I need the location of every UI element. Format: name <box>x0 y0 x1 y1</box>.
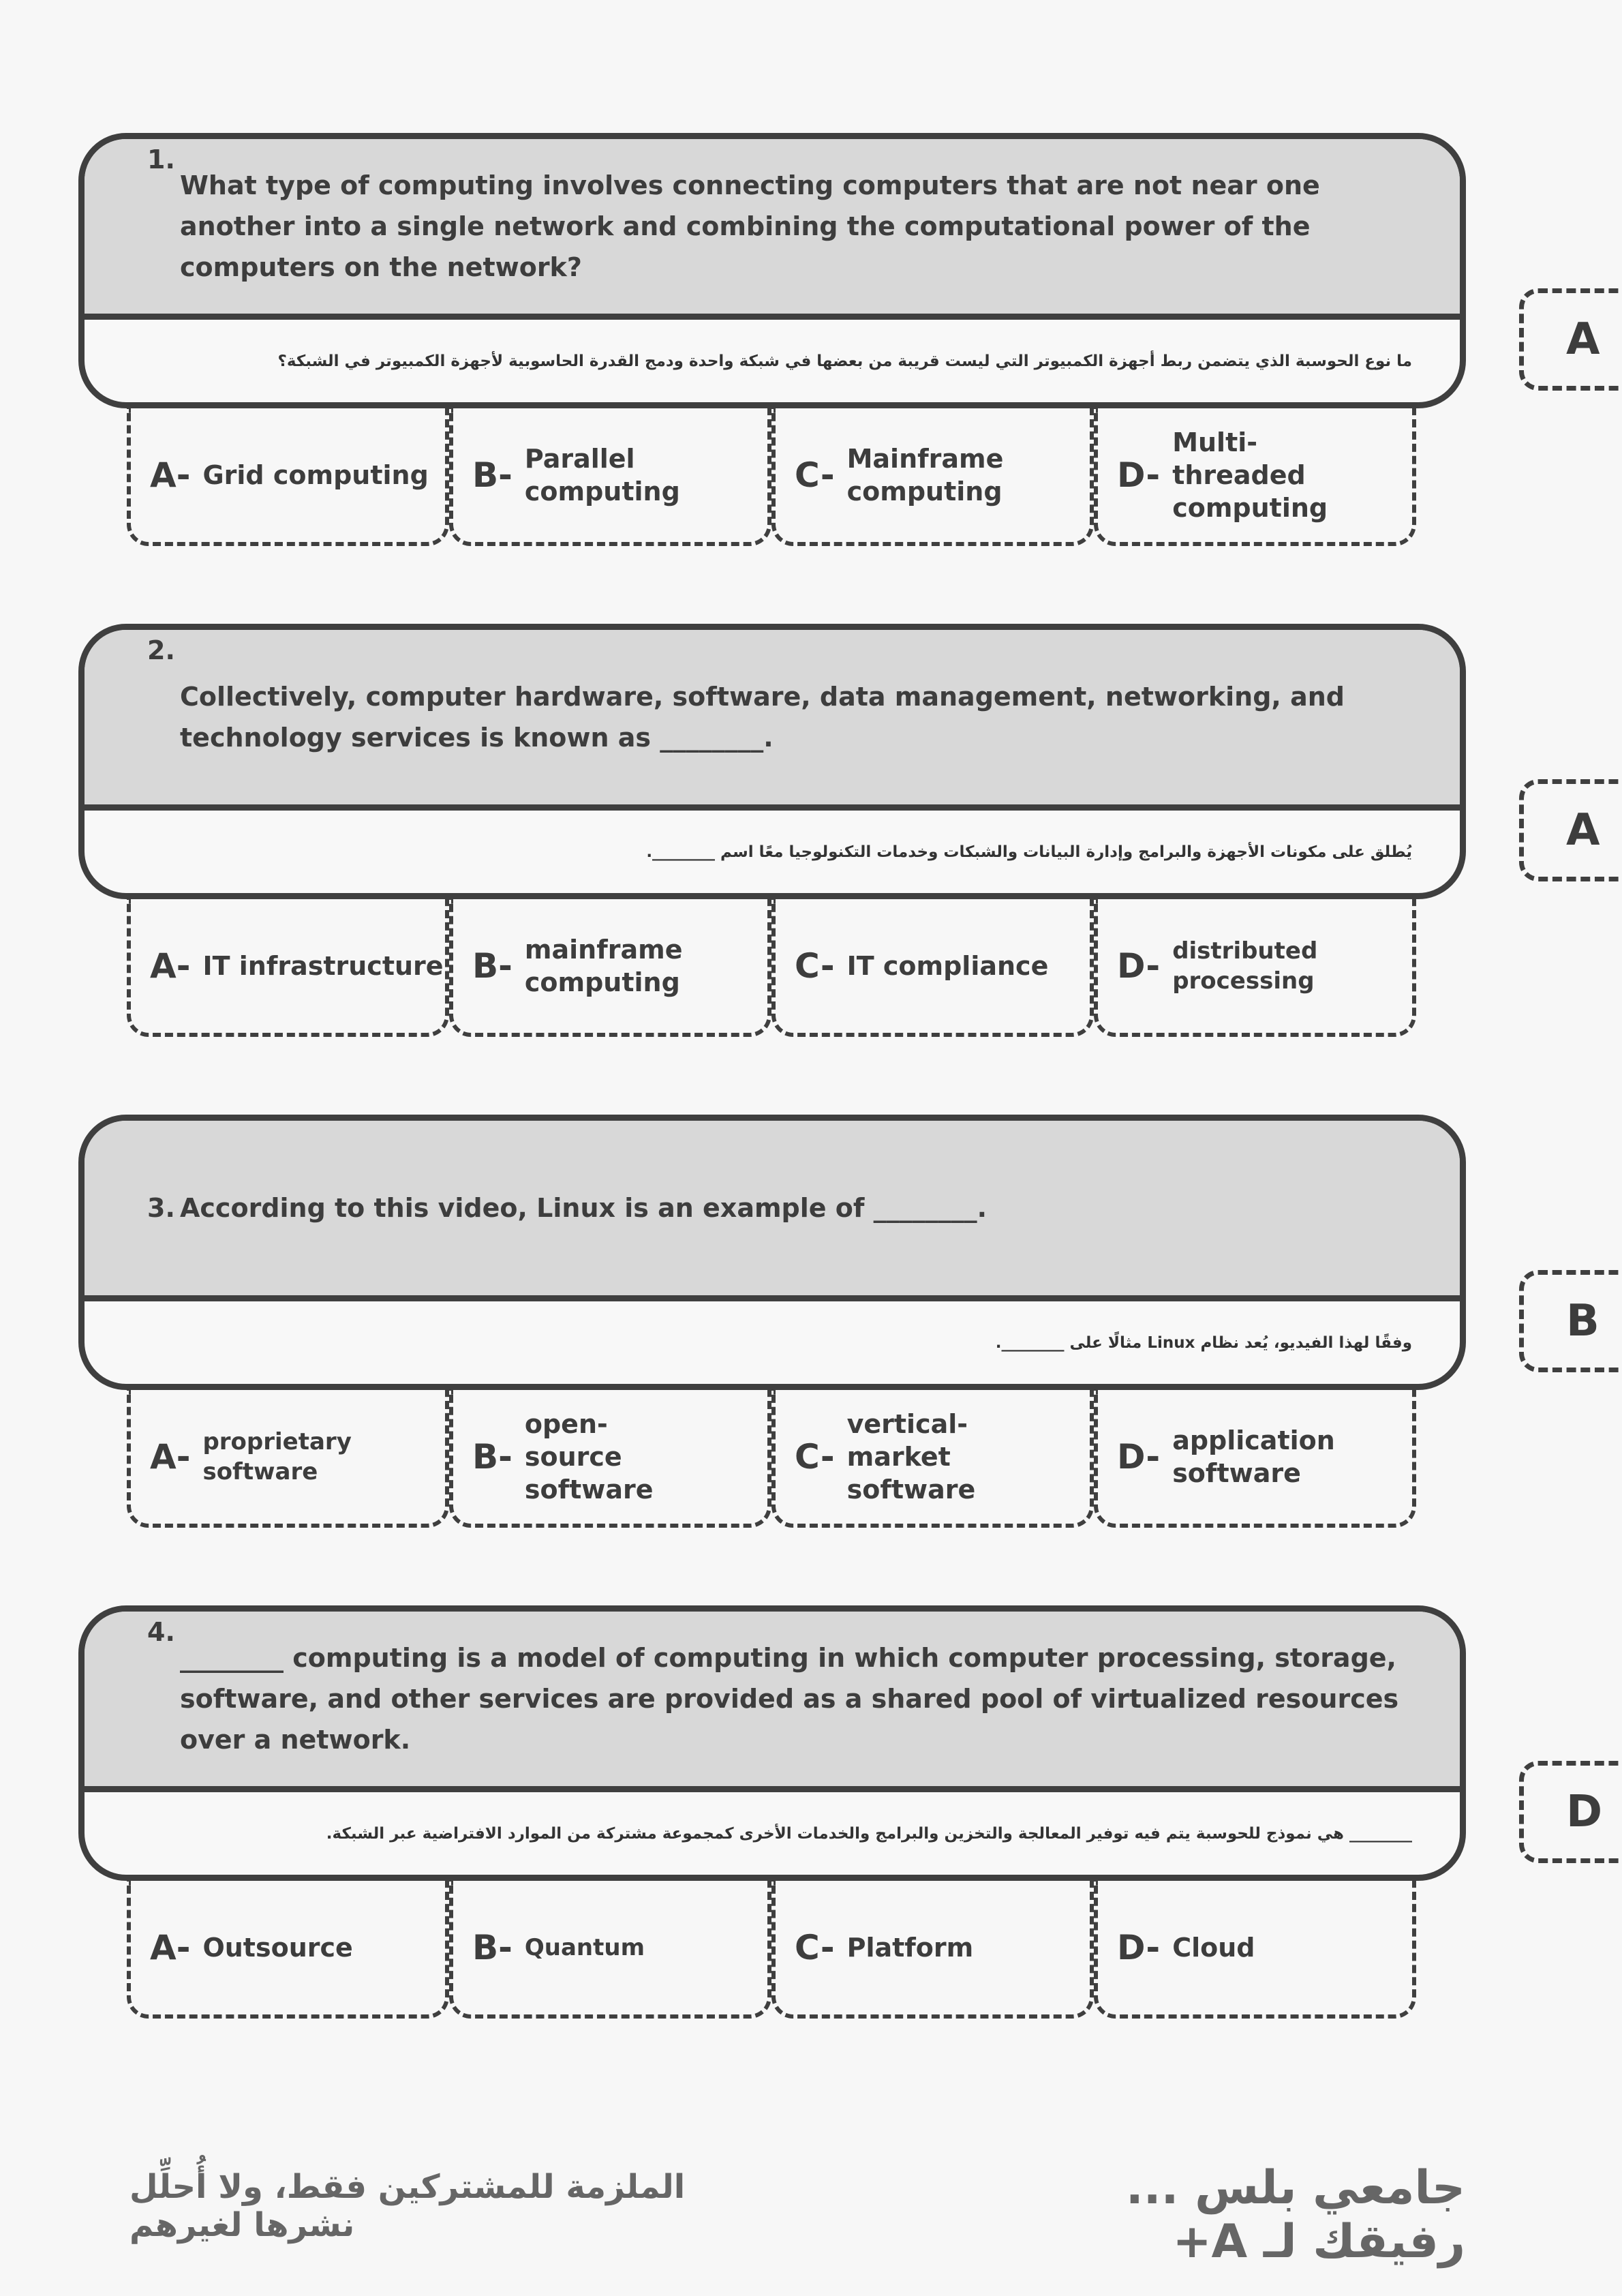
question-block-1: 1. What type of computing involves conne… <box>0 133 1622 556</box>
answer-box: B <box>1519 1270 1622 1372</box>
option-text: IT infrastructure <box>202 951 444 981</box>
option-text: Grid computing <box>202 460 429 490</box>
options-row: A- proprietary software B- open-source s… <box>127 1390 1416 1528</box>
option-text: IT compliance <box>846 951 1049 981</box>
option-letter: D- <box>1117 1928 1161 1967</box>
question-card: 3. According to this video, Linux is an … <box>78 1115 1466 1390</box>
option-text: Cloud <box>1172 1933 1255 1963</box>
option-letter: A- <box>150 1928 191 1967</box>
question-text: Collectively, computer hardware, softwar… <box>180 682 1345 753</box>
option-d[interactable]: D- distributed processing <box>1094 899 1416 1037</box>
options-row: A- Outsource B- Quantum C- Platform D- C… <box>127 1881 1416 2019</box>
question-block-3: 3. According to this video, Linux is an … <box>0 1115 1622 1537</box>
option-letter: A- <box>150 946 191 986</box>
question-card: 4. ________ computing is a model of comp… <box>78 1605 1466 1881</box>
question-text: What type of computing involves connecti… <box>180 170 1320 282</box>
option-c[interactable]: C- vertical-market software <box>771 1390 1094 1528</box>
question-number: 4. <box>147 1617 175 1647</box>
option-a[interactable]: A- IT infrastructure <box>127 899 449 1037</box>
question-number: 2. <box>147 635 175 665</box>
option-letter: C- <box>795 1437 835 1477</box>
option-b[interactable]: B- mainframe computing <box>449 899 771 1037</box>
footer-notice: الملزمة للمشتركين فقط، ولا أُحلِّل نشرها… <box>129 2168 686 2244</box>
question-header: 1. What type of computing involves conne… <box>85 139 1460 320</box>
option-letter: C- <box>795 1928 835 1967</box>
option-a[interactable]: A- Outsource <box>127 1881 449 2019</box>
question-number: 3. <box>147 1193 175 1223</box>
option-letter: B- <box>472 946 512 986</box>
option-letter: D- <box>1117 455 1161 495</box>
option-letter: C- <box>795 455 835 495</box>
option-text: proprietary software <box>202 1428 352 1485</box>
option-a[interactable]: A- proprietary software <box>127 1390 449 1528</box>
option-text: distributed processing <box>1172 937 1318 995</box>
option-letter: B- <box>472 1437 512 1477</box>
option-b[interactable]: B- Parallel computing <box>449 408 771 546</box>
option-b[interactable]: B- Quantum <box>449 1881 771 2019</box>
option-letter: B- <box>472 455 512 495</box>
question-header: 2. Collectively, computer hardware, soft… <box>85 630 1460 811</box>
option-d[interactable]: D- Multi-threaded computing <box>1094 408 1416 546</box>
option-text: Parallel computing <box>524 444 680 507</box>
question-text: According to this video, Linux is an exa… <box>180 1193 988 1223</box>
question-text: ________ computing is a model of computi… <box>180 1643 1399 1755</box>
option-text: Outsource <box>202 1933 353 1963</box>
option-text: Multi-threaded computing <box>1172 427 1328 523</box>
option-letter: C- <box>795 946 835 986</box>
option-text: Mainframe computing <box>846 444 1004 507</box>
option-text: Quantum <box>524 1934 645 1961</box>
option-text: open-source software <box>524 1409 654 1505</box>
option-text: vertical-market software <box>846 1409 976 1505</box>
option-d[interactable]: D- application software <box>1094 1390 1416 1528</box>
footer-brand: جامعي بلس ... رفيقك لـ A+ <box>1125 2161 1465 2269</box>
question-card: 1. What type of computing involves conne… <box>78 133 1466 408</box>
answer-box: A <box>1519 288 1622 391</box>
question-card: 2. Collectively, computer hardware, soft… <box>78 624 1466 899</box>
question-block-2: 2. Collectively, computer hardware, soft… <box>0 624 1622 1046</box>
question-arabic: وفقًا لهذا الفيديو، يُعد نظام Linux مثال… <box>995 1333 1412 1352</box>
option-letter: D- <box>1117 946 1161 986</box>
option-letter: B- <box>472 1928 512 1967</box>
option-letter: A- <box>150 1437 191 1477</box>
option-letter: A- <box>150 455 191 495</box>
question-block-4: 4. ________ computing is a model of comp… <box>0 1605 1622 2028</box>
option-d[interactable]: D- Cloud <box>1094 1881 1416 2019</box>
question-arabic: ________ هي نموذج للحوسبة يتم فيه توفير … <box>326 1824 1412 1843</box>
option-b[interactable]: B- open-source software <box>449 1390 771 1528</box>
option-c[interactable]: C- Platform <box>771 1881 1094 2019</box>
options-row: A- Grid computing B- Parallel computing … <box>127 408 1416 546</box>
question-header: 3. According to this video, Linux is an … <box>85 1121 1460 1301</box>
options-row: A- IT infrastructure B- mainframe comput… <box>127 899 1416 1037</box>
question-header: 4. ________ computing is a model of comp… <box>85 1612 1460 1792</box>
option-text: Platform <box>846 1933 974 1963</box>
option-text: mainframe computing <box>524 935 683 997</box>
option-a[interactable]: A- Grid computing <box>127 408 449 546</box>
option-c[interactable]: C- Mainframe computing <box>771 408 1094 546</box>
question-arabic: ما نوع الحوسبة الذي يتضمن ربط أجهزة الكم… <box>277 352 1412 370</box>
option-c[interactable]: C- IT compliance <box>771 899 1094 1037</box>
option-letter: D- <box>1117 1437 1161 1477</box>
answer-box: A <box>1519 779 1622 881</box>
question-arabic: يُطلق على مكونات الأجهزة والبرامج وإدارة… <box>646 843 1412 861</box>
question-number: 1. <box>147 145 175 175</box>
answer-box: D <box>1519 1761 1622 1863</box>
option-text: application software <box>1172 1425 1335 1488</box>
